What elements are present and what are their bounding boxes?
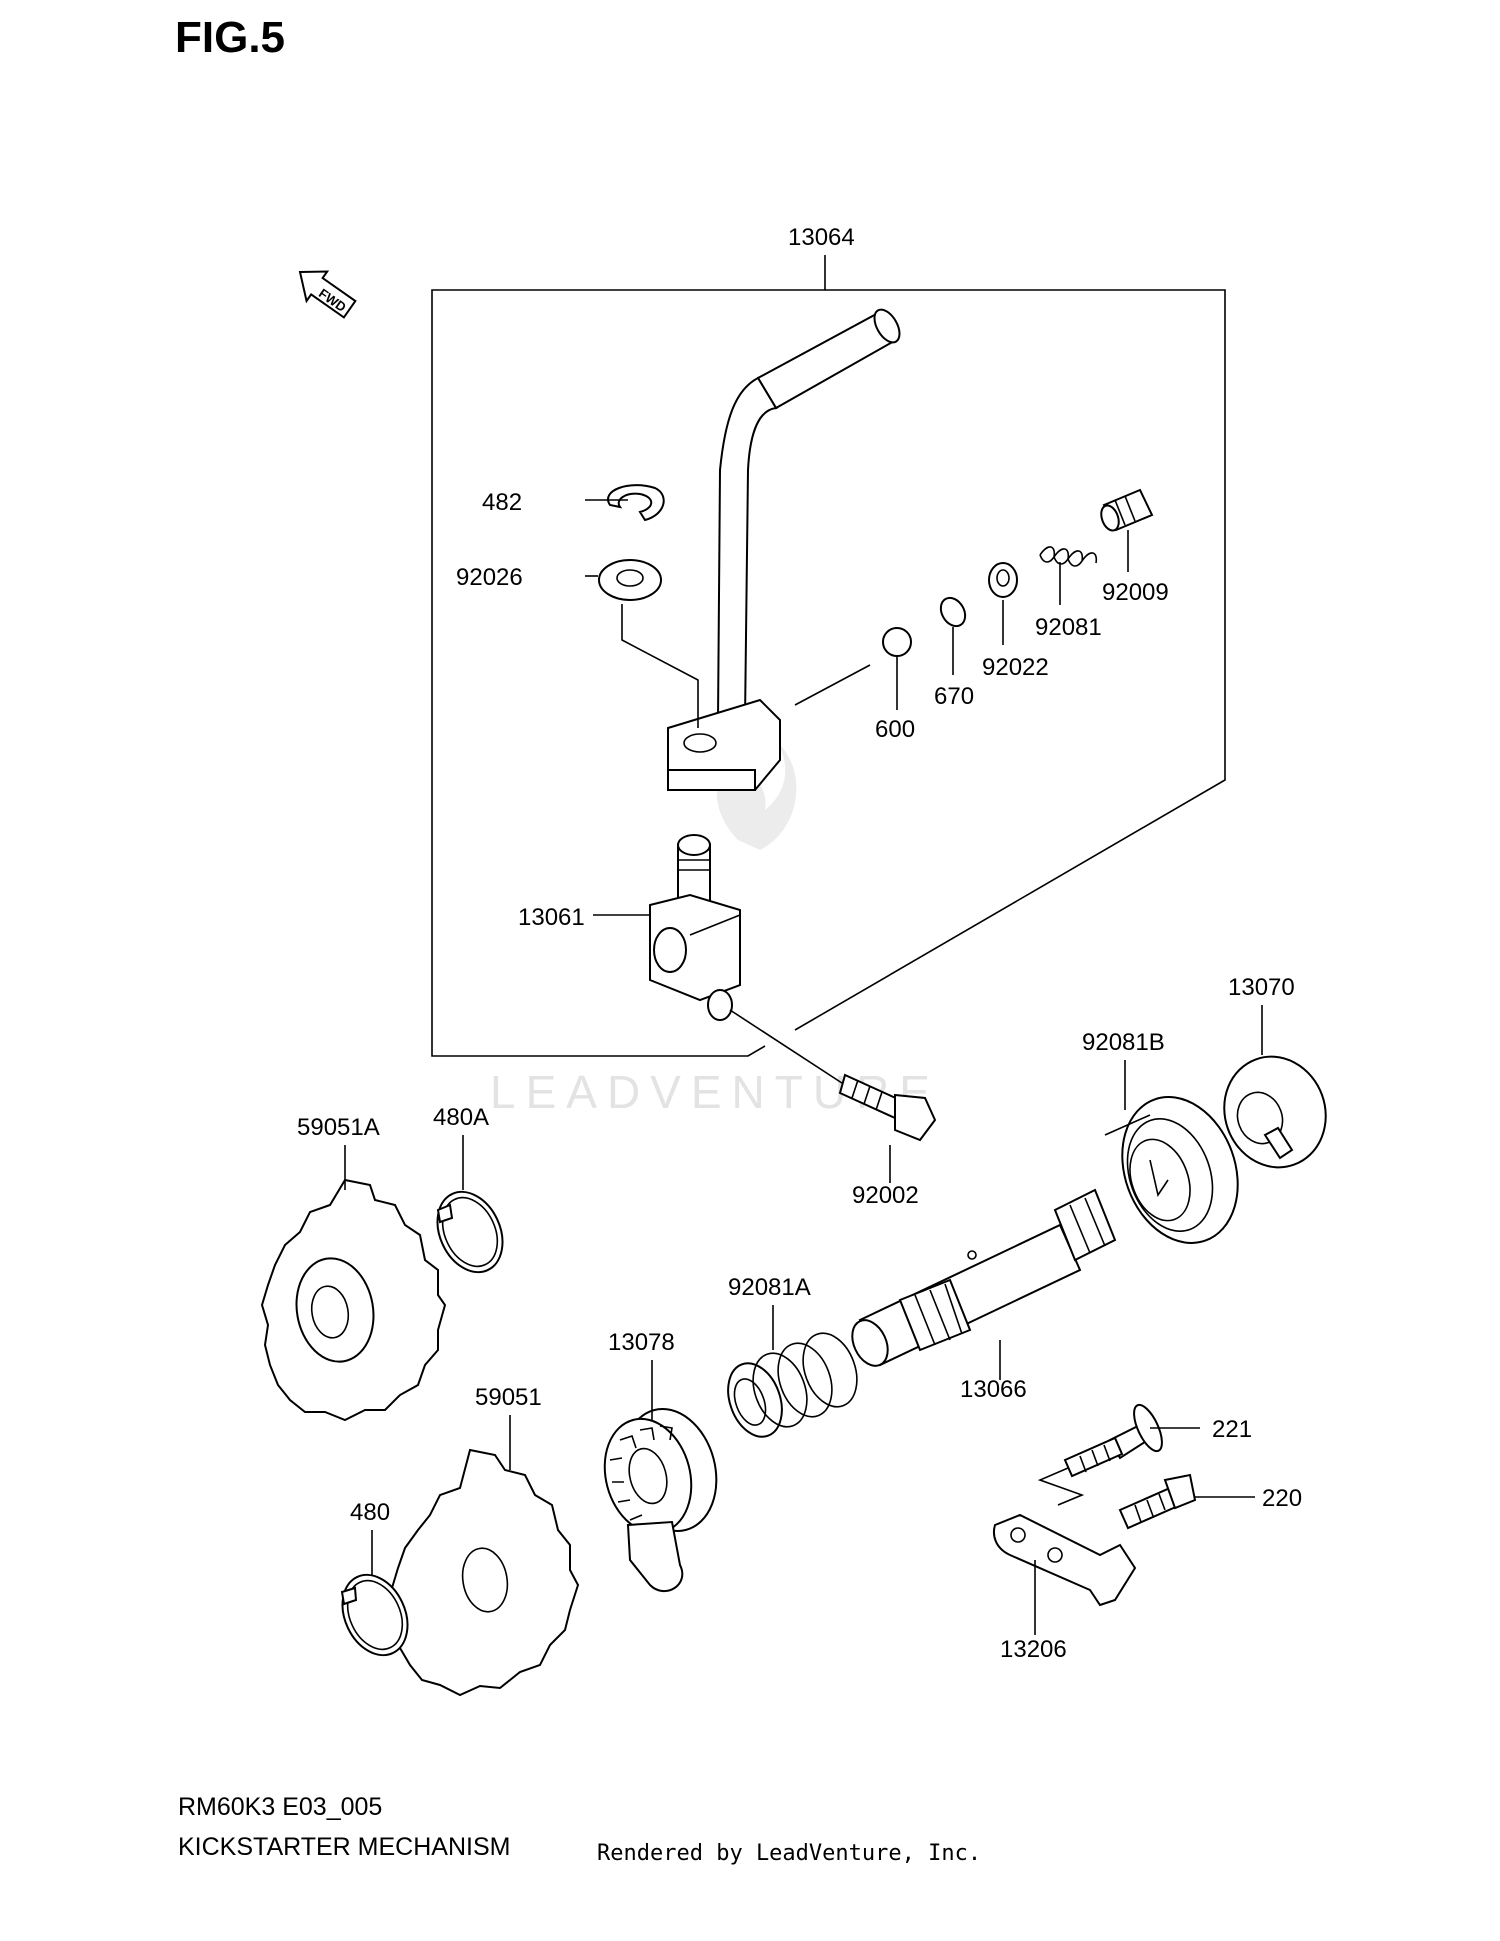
model-code: RM60K3 E03_005 (178, 1793, 382, 1821)
fwd-arrow-icon: FWD (298, 270, 357, 319)
label-600: 600 (875, 716, 915, 743)
circlip-480A (436, 1190, 504, 1274)
ring-670 (939, 596, 967, 628)
e-clip-482 (607, 484, 665, 522)
label-13066: 13066 (960, 1376, 1027, 1403)
guide-13206 (992, 1513, 1137, 1607)
label-221: 221 (1212, 1416, 1252, 1443)
label-13064: 13064 (788, 224, 855, 251)
cap-92009 (1100, 488, 1154, 532)
leader-lines (344, 499, 1263, 1635)
label-13070: 13070 (1228, 974, 1295, 1001)
label-13206: 13206 (1000, 1636, 1067, 1663)
label-92081: 92081 (1035, 614, 1102, 641)
label-92009: 92009 (1102, 579, 1169, 606)
label-92081B: 92081B (1082, 1029, 1165, 1056)
figure-title: FIG.5 (175, 13, 285, 62)
spring-92081A (727, 1332, 858, 1438)
circlip-480 (340, 1573, 409, 1657)
label-59051: 59051 (475, 1384, 542, 1411)
kick-shaft-arm (649, 834, 741, 1021)
kick-lever (667, 308, 901, 791)
spring-92081 (1039, 546, 1098, 567)
gear-59051 (390, 1448, 580, 1697)
ball-600 (882, 627, 912, 657)
label-92002: 92002 (852, 1182, 919, 1209)
washer-13070 (1223, 1055, 1327, 1169)
assembly-box-right (794, 289, 1226, 1031)
ratchet-13078 (603, 1407, 718, 1592)
render-credit: Rendered by LeadVenture, Inc. (597, 1841, 981, 1866)
label-92081A: 92081A (728, 1274, 811, 1301)
label-220: 220 (1262, 1485, 1302, 1512)
bolt-92002 (729, 1009, 937, 1142)
screw-221 (1063, 1403, 1163, 1478)
label-480A: 480A (433, 1104, 489, 1131)
label-670: 670 (934, 683, 974, 710)
label-92022: 92022 (982, 654, 1049, 681)
label-92026: 92026 (456, 564, 523, 591)
gear-59051A (260, 1178, 447, 1422)
label-59051A: 59051A (297, 1114, 380, 1141)
spring-92081B (1104, 1096, 1239, 1244)
label-13061: 13061 (518, 904, 585, 931)
label-480: 480 (350, 1499, 390, 1526)
diagram-caption: KICKSTARTER MECHANISM (178, 1833, 510, 1861)
bush-92022 (988, 562, 1018, 598)
label-13078: 13078 (608, 1329, 675, 1356)
screw-220 (1118, 1473, 1197, 1530)
screw-guide-line (1037, 1467, 1085, 1506)
washer-92026 (598, 559, 662, 601)
assembly-box (431, 255, 826, 1057)
kick-shaft-13066 (851, 1188, 1117, 1367)
label-482: 482 (482, 489, 522, 516)
